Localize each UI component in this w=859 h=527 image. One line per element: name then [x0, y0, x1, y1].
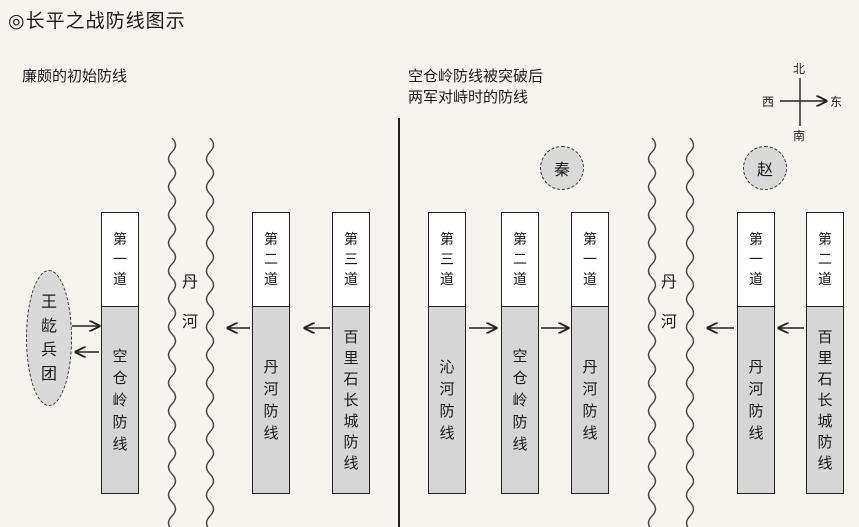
right-col-danhe-east: 第 一 道 丹 河 防 线: [737, 212, 775, 494]
diagram-title: ◎长平之战防线图示: [8, 10, 186, 32]
river-wave-line: [167, 137, 177, 527]
right-panel-heading: 空仓岭防线被突破后 两军对峙时的防线: [408, 67, 544, 106]
right-col-kongcangling: 第 二 道 空 仓 岭 防 线: [501, 212, 539, 494]
right-col-danhe-west: 第 一 道 丹 河 防 线: [571, 212, 609, 494]
compass-north: 北: [793, 62, 806, 76]
left-col-danhe: 第 二 道 丹 河 防 线: [252, 212, 290, 494]
river-wave-line: [205, 137, 215, 527]
right-col-baili: 第 二 道 百 里 石 长 城 防 线: [806, 212, 844, 494]
river-wave-line: [647, 137, 657, 527]
wang-he-army-group: 王 龁 兵 团: [26, 270, 72, 406]
compass-east: 东: [830, 95, 843, 109]
panel-divider: [398, 118, 400, 527]
right-col-qinhe: 第 三 道 沁 河 防 线: [428, 212, 466, 494]
zhao-badge: 赵: [743, 146, 787, 190]
right-river-label: 丹 河: [660, 272, 677, 331]
compass-south: 南: [793, 129, 806, 143]
left-col-kongcangling: 第 一 道 空 仓 岭 防 线: [101, 212, 139, 494]
compass-west: 西: [762, 95, 775, 109]
left-col-baili: 第 三 道 百 里 石 长 城 防 线: [332, 212, 370, 494]
qin-badge: 秦: [540, 146, 584, 190]
river-wave-line: [685, 137, 695, 527]
left-panel-heading: 廉颇的初始防线: [22, 67, 128, 85]
left-river-label: 丹 河: [181, 272, 198, 331]
